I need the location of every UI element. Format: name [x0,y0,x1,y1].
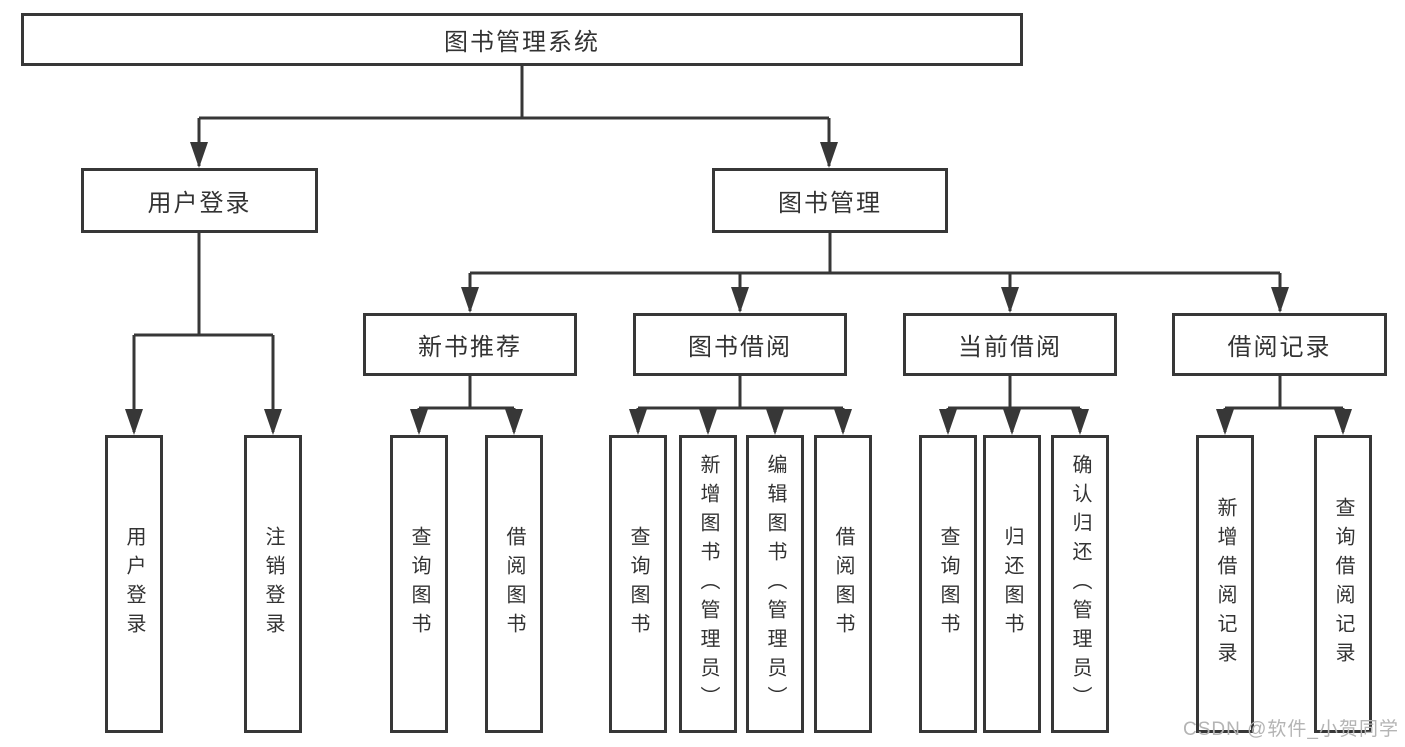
node-root-label: 图书管理系统 [444,29,600,56]
node-book-borrowing: 图书借阅 [633,313,847,376]
node-current-borrowing-label: 当前借阅 [958,334,1062,361]
leaf-add-books-admin: 新增图书（管理员） [679,435,737,733]
node-borrowing-records-label: 借阅记录 [1227,334,1332,361]
leaf-query-books-current: 查询图书 [919,435,977,733]
watermark: CSDN @软件_小贺同学 [1183,719,1399,740]
node-book-management-branch: 图书管理 [712,168,948,233]
leaf-user-login-label: 用户登录 [123,526,145,642]
arrowhead-icons [125,142,1352,435]
leaf-borrow-books-label: 借阅图书 [832,526,854,642]
node-root-system: 图书管理系统 [21,13,1023,66]
leaf-return-books: 归还图书 [983,435,1041,733]
leaf-confirm-return-admin: 确认归还（管理员） [1051,435,1109,733]
node-current-borrowing: 当前借阅 [903,313,1117,376]
leaf-query-books-current-label: 查询图书 [937,526,959,642]
leaf-user-login: 用户登录 [105,435,163,733]
leaf-borrow-books-recommend-label: 借阅图书 [503,526,525,642]
node-book-borrowing-label: 图书借阅 [688,334,792,361]
leaf-query-books-borrowing-label: 查询图书 [627,526,649,642]
node-new-book-recommend: 新书推荐 [363,313,577,376]
node-user-login-branch-label: 用户登录 [147,190,252,217]
leaf-query-books-borrowing: 查询图书 [609,435,667,733]
leaf-logout: 注销登录 [244,435,302,733]
leaf-query-books-recommend-label: 查询图书 [408,526,430,642]
leaf-add-borrow-record: 新增借阅记录 [1196,435,1254,733]
leaf-borrow-books: 借阅图书 [814,435,872,733]
leaf-add-borrow-record-label: 新增借阅记录 [1214,497,1236,671]
node-book-management-branch-label: 图书管理 [778,190,882,217]
leaf-return-books-label: 归还图书 [1001,526,1023,642]
leaf-confirm-return-admin-label: 确认归还（管理员） [1069,453,1091,715]
leaf-query-books-recommend: 查询图书 [390,435,448,733]
leaf-query-borrow-record: 查询借阅记录 [1314,435,1372,733]
leaf-add-books-admin-label: 新增图书（管理员） [697,453,719,715]
leaf-logout-label: 注销登录 [262,526,284,642]
node-new-book-recommend-label: 新书推荐 [418,334,522,361]
leaf-borrow-books-recommend: 借阅图书 [485,435,543,733]
leaf-edit-books-admin: 编辑图书（管理员） [746,435,804,733]
leaf-edit-books-admin-label: 编辑图书（管理员） [764,453,786,715]
node-borrowing-records: 借阅记录 [1172,313,1387,376]
leaf-query-borrow-record-label: 查询借阅记录 [1332,497,1354,671]
node-user-login-branch: 用户登录 [81,168,318,233]
